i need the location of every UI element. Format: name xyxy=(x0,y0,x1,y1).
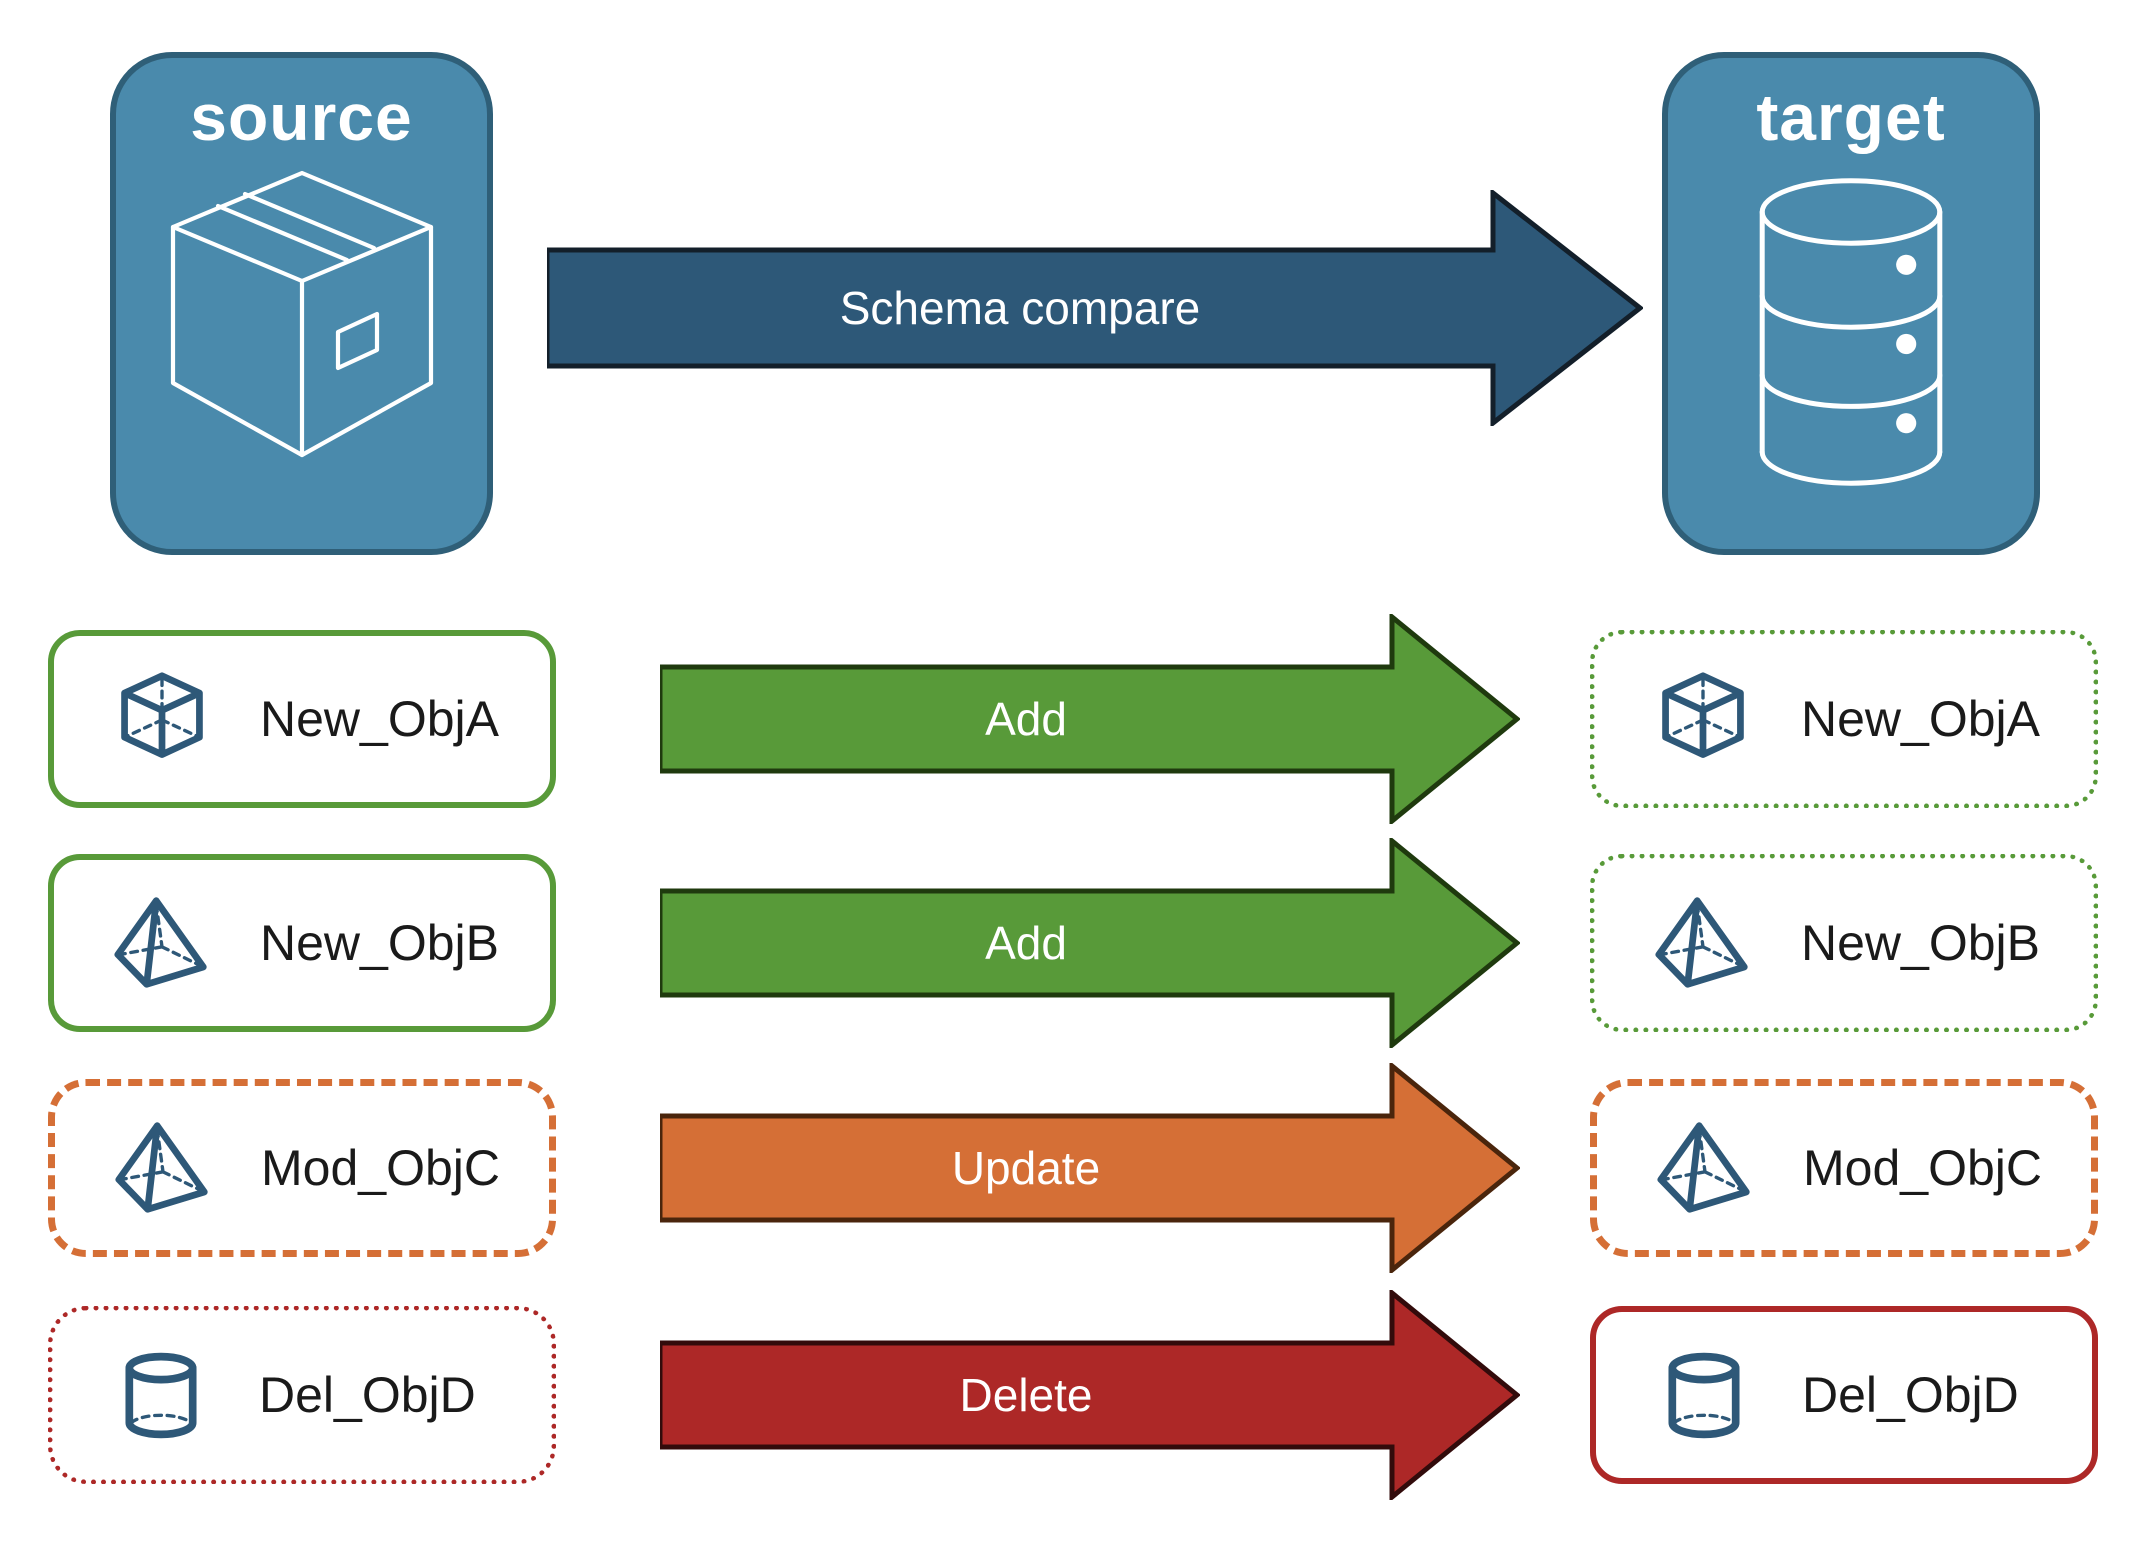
source-object-new-obja: New_ObjA xyxy=(48,630,556,808)
cylinder-icon xyxy=(1656,1347,1752,1443)
cube-icon xyxy=(114,671,210,767)
schema-compare-arrow: Schema compare xyxy=(547,190,1643,426)
object-label: New_ObjB xyxy=(1801,915,2040,971)
database-icon xyxy=(1727,164,1975,500)
object-label: New_ObjB xyxy=(260,915,499,971)
source-object-mod-objc: Mod_ObjC xyxy=(48,1079,556,1257)
schema-compare-arrow-shape xyxy=(547,190,1643,426)
object-label: Mod_ObjC xyxy=(1803,1140,2042,1196)
target-panel: target xyxy=(1662,52,2040,555)
add-arrow-row1: Add xyxy=(660,614,1520,824)
target-object-new-objb: New_ObjB xyxy=(1590,854,2098,1032)
source-object-new-objb: New_ObjB xyxy=(48,854,556,1032)
add-arrow-label: Add xyxy=(985,917,1067,969)
delete-arrow: Delete xyxy=(660,1290,1520,1500)
update-arrow-label: Update xyxy=(951,1142,1101,1194)
object-label: Del_ObjD xyxy=(1802,1367,2019,1423)
object-label: New_ObjA xyxy=(260,691,499,747)
target-object-del-objd: Del_ObjD xyxy=(1590,1306,2098,1484)
delete-arrow-label: Delete xyxy=(959,1369,1093,1421)
pyramid-icon xyxy=(115,1120,211,1216)
source-panel: source xyxy=(110,52,493,555)
schema-compare-label: Schema compare xyxy=(839,282,1201,334)
cube-icon xyxy=(1655,671,1751,767)
pyramid-icon xyxy=(1657,1120,1753,1216)
cylinder-icon xyxy=(113,1347,209,1443)
update-arrow: Update xyxy=(660,1063,1520,1273)
object-label: New_ObjA xyxy=(1801,691,2040,747)
source-object-del-objd: Del_ObjD xyxy=(48,1306,556,1484)
object-label: Mod_ObjC xyxy=(261,1140,500,1196)
source-panel-title: source xyxy=(190,80,413,154)
target-panel-title: target xyxy=(1756,80,1946,154)
add-arrow-row2: Add xyxy=(660,838,1520,1048)
object-label: Del_ObjD xyxy=(259,1367,476,1423)
target-object-new-obja: New_ObjA xyxy=(1590,630,2098,808)
target-object-mod-objc: Mod_ObjC xyxy=(1590,1079,2098,1257)
add-arrow-label: Add xyxy=(985,693,1067,745)
pyramid-icon xyxy=(1655,895,1751,991)
pyramid-icon xyxy=(114,895,210,991)
package-icon xyxy=(152,164,452,464)
